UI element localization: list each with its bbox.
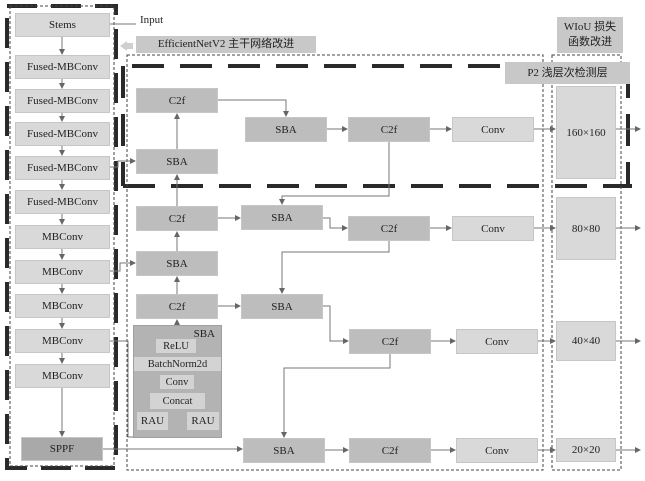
- backbone-block: MBConv: [15, 364, 110, 388]
- row40-sba: SBA: [241, 294, 323, 319]
- backbone-block: Stems: [15, 13, 110, 37]
- bb-to-sba-p2: [110, 158, 136, 168]
- backbone-tag: EfficientNetV2 主干网络改进: [136, 36, 316, 53]
- c2f80-down: [279, 241, 390, 294]
- sba-rau-right: RAU: [187, 412, 219, 430]
- head-160: 160×160: [556, 86, 616, 179]
- input-label: Input: [140, 14, 164, 26]
- row160-c2f: C2f: [348, 117, 430, 142]
- row160-conv: Conv: [452, 117, 534, 142]
- row40-c2f: C2f: [349, 329, 431, 354]
- row160-sba: SBA: [245, 117, 327, 142]
- row40-conv: Conv: [456, 329, 538, 354]
- c2f40-down: [281, 354, 391, 438]
- backbone-block: Fused-MBConv: [15, 190, 110, 214]
- backbone-block: MBConv: [15, 260, 110, 284]
- backbone-block: MBConv: [15, 225, 110, 249]
- row20-conv: Conv: [456, 438, 538, 463]
- head-20: 20×20: [556, 438, 616, 462]
- backbone-block-sppf: SPPF: [21, 437, 103, 461]
- backbone-block: Fused-MBConv: [15, 122, 110, 146]
- head-80: 80×80: [556, 197, 616, 260]
- sba-conv: Conv: [160, 375, 194, 389]
- neck-sba-p2: SBA: [136, 149, 218, 174]
- backbone-block: Fused-MBConv: [15, 89, 110, 113]
- backbone-block: MBConv: [15, 329, 110, 353]
- neck-c2f-p3: C2f: [136, 206, 218, 231]
- backbone-tag-arrow-icon: [120, 41, 127, 51]
- backbone-tag-arrow-tail: [127, 43, 133, 49]
- neck-c2f-p4: C2f: [136, 294, 218, 319]
- backbone-block: MBConv: [15, 294, 110, 318]
- p2-tag: P2 浅层次检测层: [505, 62, 630, 84]
- backbone-block: Fused-MBConv: [15, 156, 110, 180]
- c2f160-down: [279, 142, 390, 205]
- row20-c2f: C2f: [349, 438, 431, 463]
- c2f-to-sba-160: [218, 99, 289, 117]
- sba-to-c2f-40: [323, 305, 349, 344]
- sba-detail-panel: SBA ReLU BatchNorm2d Conv Concat RAU RAU: [133, 325, 222, 438]
- wiou-line2: 函数改进: [568, 36, 612, 48]
- backbone-block: Fused-MBConv: [15, 55, 110, 79]
- sba-concat: Concat: [150, 393, 205, 409]
- wiou-tag: WIoU 损失 函数改进: [557, 17, 623, 53]
- sba-detail-title: SBA: [193, 328, 215, 340]
- sba-rau-left: RAU: [137, 412, 168, 430]
- row80-sba: SBA: [241, 205, 323, 230]
- neck-c2f-p2: C2f: [136, 88, 218, 113]
- row20-sba: SBA: [243, 438, 325, 463]
- sba-relu: ReLU: [156, 339, 196, 353]
- head-40: 40×40: [556, 321, 616, 361]
- wiou-line1: WIoU 损失: [563, 21, 617, 33]
- sba-to-c2f-80: [323, 217, 348, 231]
- row80-conv: Conv: [452, 216, 534, 241]
- neck-sba-p3: SBA: [136, 251, 218, 276]
- bb-to-sba-p3: [110, 260, 136, 272]
- row80-c2f: C2f: [348, 216, 430, 241]
- sba-batchnorm: BatchNorm2d: [134, 357, 221, 371]
